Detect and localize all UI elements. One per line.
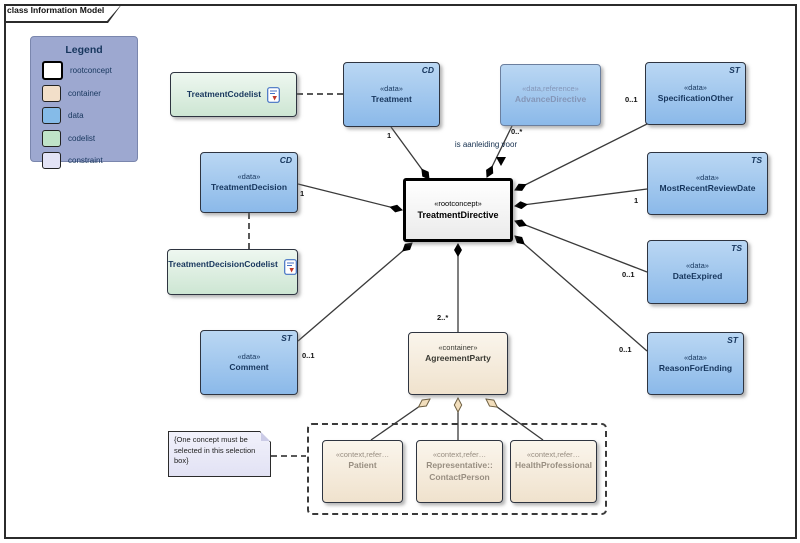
- node-treatment-decision[interactable]: CD «data» TreatmentDecision: [200, 152, 298, 213]
- constraint-note[interactable]: {One concept must be selected in this se…: [168, 431, 271, 477]
- stereotype: «data»: [237, 351, 261, 361]
- node-treatment-codelist[interactable]: TreatmentCodelist: [170, 72, 297, 117]
- datatype-letter: CD: [421, 65, 434, 75]
- node-specification-other[interactable]: ST «data» SpecificationOther: [645, 62, 746, 125]
- constraint-swatch: [42, 152, 61, 169]
- container-swatch: [42, 84, 61, 102]
- node-treatment[interactable]: CD «data» Treatment: [343, 62, 440, 127]
- node-patient[interactable]: «context,refer… Patient: [322, 440, 403, 503]
- selection-boundary-box[interactable]: [307, 423, 607, 515]
- data-swatch: [42, 107, 61, 124]
- node-name: ReasonForEnding: [658, 362, 733, 373]
- legend-label: codelist: [68, 133, 96, 143]
- multiplicity-date-expired: 0..1: [622, 270, 635, 279]
- legend-label: data: [68, 111, 84, 120]
- datatype-letter: TS: [751, 155, 762, 165]
- multiplicity-treatment: 1: [387, 131, 392, 140]
- legend: Legend rootconcept container data codeli…: [30, 36, 138, 169]
- codelist-swatch: [42, 129, 61, 147]
- codelist-document-icon: [283, 259, 297, 275]
- stereotype: «data»: [696, 172, 719, 182]
- constraint-note-text: {One concept must be selected in this se…: [174, 435, 256, 465]
- node-name: Patient: [348, 460, 377, 471]
- node-name: TreatmentDirective: [417, 209, 499, 220]
- association-direction-arrow: [496, 157, 506, 166]
- node-contact-person[interactable]: «context,refer… Representative:: Contact…: [416, 440, 503, 503]
- node-reason-for-ending[interactable]: ST «data» ReasonForEnding: [647, 332, 744, 395]
- datatype-letter: TS: [731, 243, 742, 253]
- node-date-expired[interactable]: TS «data» DateExpired: [647, 240, 748, 304]
- multiplicity-most-recent-review-date: 1: [634, 196, 639, 205]
- stereotype: «data»: [686, 261, 709, 271]
- legend-item-data: data: [42, 107, 137, 124]
- multiplicity-reason-for-ending: 0..1: [619, 345, 632, 354]
- node-name: Representative:: ContactPerson: [426, 460, 493, 482]
- stereotype: «container»: [438, 343, 478, 352]
- stereotype: «data,reference»: [522, 84, 579, 94]
- stereotype: «data»: [237, 171, 261, 181]
- datatype-letter: ST: [729, 65, 740, 75]
- diagram-title: class Information Model: [7, 5, 105, 15]
- node-name: TreatmentDecisionCodelist: [168, 259, 278, 269]
- stereotype: «context,refer…: [335, 450, 390, 459]
- legend-item-container: container: [42, 84, 137, 102]
- node-name: TreatmentCodelist: [186, 88, 262, 99]
- node-name: AdvanceDirective: [514, 94, 587, 105]
- multiplicity-agreement-party: 2..*: [437, 313, 449, 322]
- stereotype: «rootconcept»: [434, 198, 482, 208]
- node-name: Comment: [229, 361, 269, 372]
- node-treatment-directive[interactable]: «rootconcept» TreatmentDirective: [403, 178, 513, 242]
- rootconcept-swatch: [42, 61, 63, 80]
- node-advance-directive[interactable]: «data,reference» AdvanceDirective: [500, 64, 601, 126]
- node-most-recent-review-date[interactable]: TS «data» MostRecentReviewDate: [647, 152, 768, 215]
- legend-item-constraint: constraint: [42, 152, 137, 169]
- node-comment[interactable]: ST «data» Comment: [200, 330, 298, 395]
- stereotype: «data»: [380, 83, 403, 93]
- association-name-label: is aanleiding voor: [454, 140, 518, 149]
- legend-title: Legend: [65, 44, 103, 56]
- datatype-letter: ST: [281, 333, 292, 343]
- datatype-letter: ST: [727, 335, 738, 345]
- multiplicity-advance-directive: 0..*: [511, 127, 523, 136]
- legend-label: rootconcept: [70, 66, 112, 75]
- node-name: HealthProfessional: [515, 460, 592, 471]
- codelist-document-icon: [267, 86, 280, 103]
- legend-item-codelist: codelist: [42, 129, 137, 147]
- stereotype: «context,refer…: [432, 450, 487, 459]
- multiplicity-treatment-decision: 1: [300, 189, 305, 198]
- node-agreement-party[interactable]: «container» AgreementParty: [408, 332, 508, 395]
- node-name: AgreementParty: [425, 353, 491, 364]
- node-name: Treatment: [371, 93, 412, 104]
- legend-label: container: [68, 88, 101, 98]
- diagram-frame-tab: [4, 4, 122, 23]
- stereotype: «data»: [684, 82, 707, 92]
- node-name: TreatmentDecision: [210, 181, 288, 192]
- legend-label: constraint: [68, 156, 103, 165]
- stereotype: «context,refer…: [526, 450, 581, 459]
- node-treatment-decision-codelist[interactable]: TreatmentDecisionCodelist: [167, 249, 298, 295]
- node-name: DateExpired: [672, 271, 723, 282]
- stereotype: «data»: [684, 352, 707, 362]
- datatype-letter: CD: [279, 155, 292, 165]
- multiplicity-specification-other: 0..1: [625, 95, 638, 104]
- node-name: MostRecentReviewDate: [659, 182, 756, 193]
- diagram-frame: [4, 4, 797, 539]
- multiplicity-comment: 0..1: [302, 351, 315, 360]
- node-name: SpecificationOther: [657, 92, 734, 103]
- legend-item-rootconcept: rootconcept: [42, 61, 137, 80]
- node-health-professional[interactable]: «context,refer… HealthProfessional: [510, 440, 597, 503]
